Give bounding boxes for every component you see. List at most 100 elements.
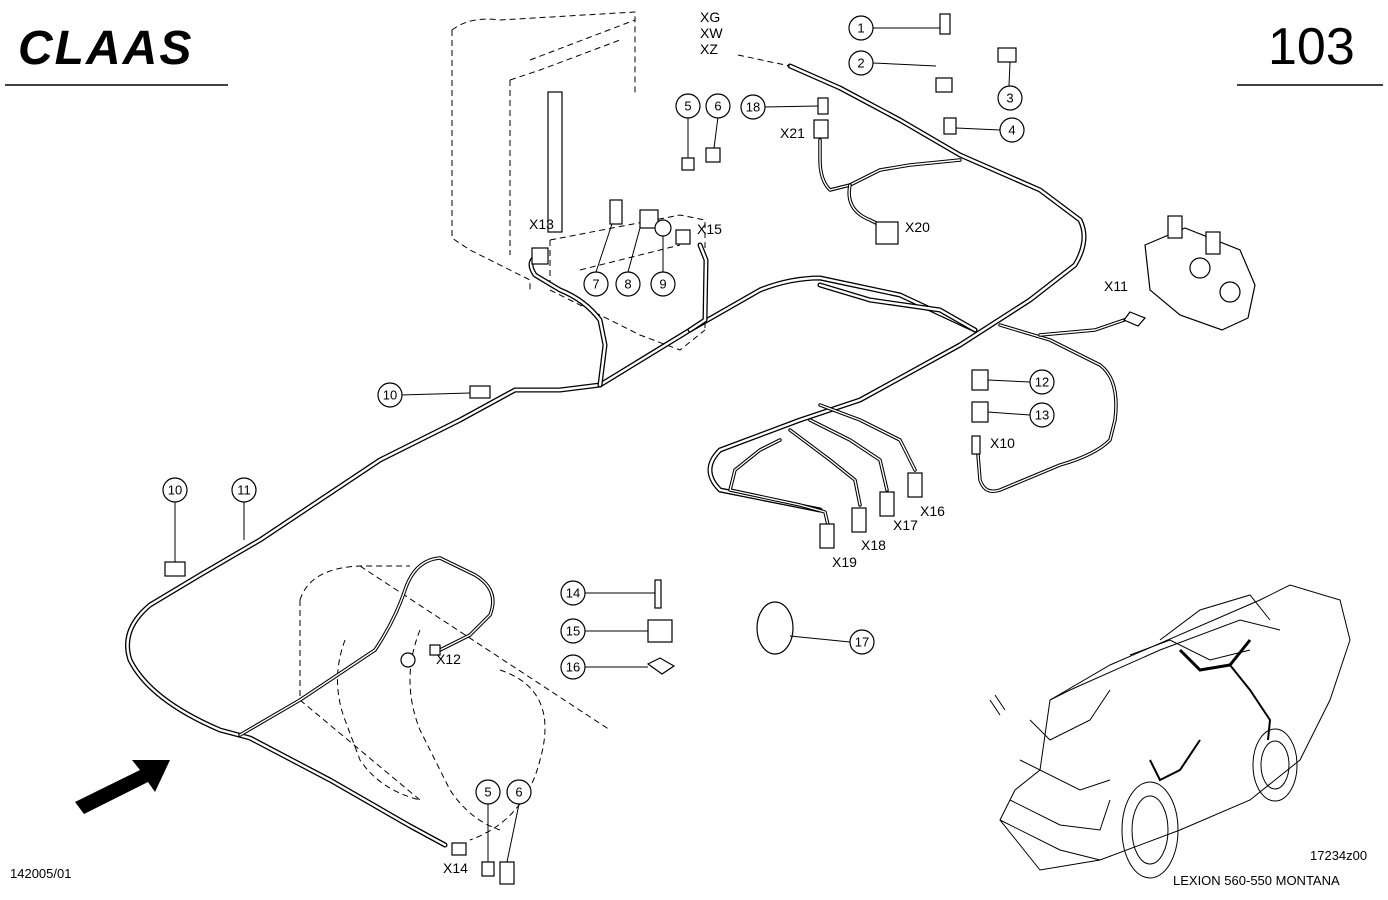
label-x14: X14 [443,860,468,876]
connector-x14 [451,842,467,856]
bolt-14 [654,579,662,609]
bolt-7 [609,199,623,225]
label-x17: X17 [893,517,918,533]
pump-x11 [1144,215,1256,331]
sheet-code: 142005/01 [10,866,71,881]
svg-text:10: 10 [168,483,182,498]
switch-12 [971,369,989,391]
clip-10-lower [164,561,186,577]
svg-text:7: 7 [592,277,599,292]
svg-text:14: 14 [566,586,580,601]
svg-text:2: 2 [857,56,864,71]
callout-9: 9 [650,271,676,297]
callout-1: 1 [848,15,874,41]
tank-outline-top [451,11,706,351]
callout-14: 14 [560,580,586,606]
plug-x21 [817,97,829,115]
brand-logo: CLAAS [18,22,193,75]
model-name: LEXION 560-550 MONTANA [1173,873,1340,888]
connector-x16 [907,472,923,498]
svg-text:10: 10 [383,388,397,403]
screw-4 [943,117,957,135]
cap-6-upper [705,147,721,163]
plug-x12 [429,644,441,656]
callout-6-upper: 6 [705,93,731,119]
svg-text:9: 9 [659,277,666,292]
label-x16: X16 [920,503,945,519]
svg-text:8: 8 [624,277,631,292]
callout-11: 11 [231,477,257,503]
label-x13: X13 [529,216,554,232]
svg-text:6: 6 [515,785,522,800]
svg-text:5: 5 [484,785,491,800]
gasket-16 [646,657,676,675]
components [164,13,1256,885]
callout-17: 17 [849,629,875,655]
callouts: 1 2 3 4 5 6 18 7 8 9 10 10 11 12 13 14 1… [162,15,1055,805]
bracket-strip [547,91,563,233]
drawing-code: 17234z00 [1310,848,1367,863]
grommet-x12 [400,652,416,668]
ring-9 [654,219,672,237]
callout-7: 7 [583,271,609,297]
label-x19: X19 [832,554,857,570]
svg-text:12: 12 [1035,375,1049,390]
svg-text:11: 11 [237,483,251,498]
plug-x11 [1123,311,1147,327]
sensor-8 [639,209,659,229]
connector-x13 [531,247,549,265]
callout-6-lower: 6 [506,779,532,805]
svg-text:18: 18 [746,100,760,115]
clip-10-upper [469,385,491,399]
label-x18: X18 [861,537,886,553]
cap-6-lower [499,861,515,885]
svg-text:17: 17 [855,635,869,650]
main-harness [125,63,1132,848]
label-xz: XZ [700,41,718,57]
svg-text:4: 4 [1008,123,1015,138]
cable-tie-17 [756,601,794,655]
svg-text:15: 15 [566,624,580,639]
nut-5-upper [681,157,695,171]
label-x15: X15 [697,221,722,237]
connector-x17 [879,491,895,517]
callout-3: 3 [997,85,1023,111]
callout-8: 8 [615,271,641,297]
connector-x15 [675,229,691,245]
callout-4: 4 [999,117,1025,143]
nut-5-lower [481,861,495,877]
header: CLAAS 103 [5,18,1383,86]
svg-text:13: 13 [1035,408,1049,423]
svg-text:5: 5 [684,99,691,114]
connector-labels: XG XW XZ X21 X20 X15 X13 X11 X10 X16 X17… [436,9,1128,876]
svg-text:1: 1 [857,21,864,36]
socket-x21 [813,119,829,139]
callout-5-lower: 5 [475,779,501,805]
callout-18: 18 [740,94,766,120]
plug-x10 [971,435,981,455]
switch-13 [971,401,989,423]
callout-2: 2 [848,50,874,76]
bracket-1 [939,13,951,35]
label-x10: X10 [990,435,1015,451]
label-x21: X21 [780,125,805,141]
callout-10-upper: 10 [377,382,403,408]
label-xg: XG [700,9,720,25]
svg-text:16: 16 [566,660,580,675]
block-15 [647,619,673,643]
callout-13: 13 [1029,402,1055,428]
label-xw: XW [700,25,723,41]
callout-10-lower: 10 [162,477,188,503]
view-direction-arrow [75,760,170,814]
screw-3 [997,47,1017,63]
combine-harvester-overview [989,584,1351,879]
connector-x20 [875,221,899,245]
tank-outline-bottom [299,565,611,841]
callout-16: 16 [560,654,586,680]
page-number: 103 [1268,18,1355,76]
callout-12: 12 [1029,369,1055,395]
clamp-2 [935,77,953,93]
label-x12: X12 [436,651,461,667]
connector-x18 [851,507,867,533]
